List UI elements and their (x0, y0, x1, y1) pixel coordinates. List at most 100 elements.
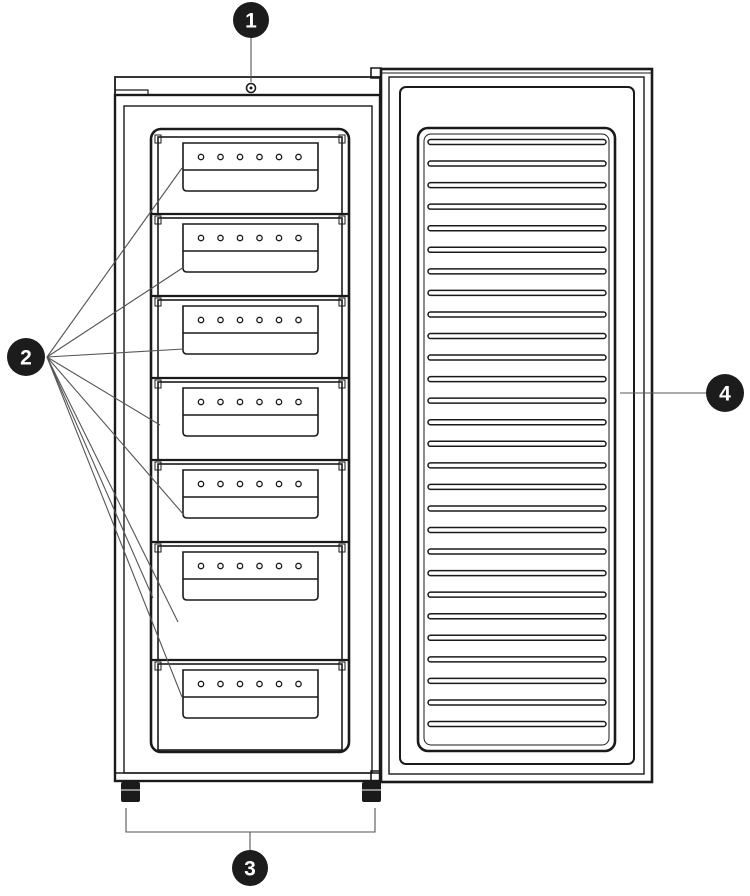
callout-2-label: 2 (20, 347, 32, 370)
drawer-vent-hole (217, 153, 224, 161)
callout-3: 3 (232, 850, 268, 886)
drawer-vent-hole (256, 680, 263, 688)
drawer-vent-hole (295, 562, 302, 570)
drawer-vent-hole (295, 234, 302, 242)
drawer-body (157, 545, 343, 661)
drawer-vent-hole (197, 398, 205, 406)
drawer-front-panel (182, 551, 319, 601)
door-rib (427, 591, 607, 598)
drawer-vent-hole (217, 316, 224, 324)
drawer-vent-hole (236, 480, 244, 488)
drawer-front-panel (182, 469, 319, 519)
door-rib (427, 612, 607, 620)
drawer-vent-hole (236, 680, 244, 688)
door-rib (427, 160, 607, 167)
leader-3-bracket (125, 808, 376, 833)
drawer-4 (152, 376, 348, 461)
drawer-frame (149, 127, 351, 754)
leader-2-a (46, 167, 183, 358)
door-rib (427, 526, 607, 534)
door-rib (427, 268, 607, 275)
drawer-vent-hole (217, 234, 224, 242)
door-rib-panel (416, 126, 617, 753)
drawer-bracket-left (154, 215, 162, 225)
door-rib (427, 289, 607, 297)
drawer-vent-hole (295, 153, 302, 161)
drawer-vent-hole (197, 316, 205, 324)
callout-1-label: 1 (245, 10, 257, 33)
drawer-body (157, 463, 343, 543)
door-rib (427, 418, 607, 426)
drawer-bracket-left (154, 661, 162, 671)
leader-2-g (46, 356, 183, 698)
drawer-vent-hole (256, 398, 263, 406)
drawer-vent-hole (275, 153, 283, 161)
leader-2-f (46, 356, 179, 623)
drawer-5 (152, 458, 348, 543)
door-inner-panel (399, 86, 635, 765)
drawer-bracket-right (338, 543, 346, 553)
door-rib (427, 462, 607, 469)
drawer-vent-hole (256, 234, 263, 242)
drawer-7 (152, 658, 348, 751)
drawer-vent-hole (217, 480, 224, 488)
door-rib (427, 677, 607, 685)
callout-4-label: 4 (719, 383, 731, 406)
drawer-body (157, 136, 343, 215)
door-rib (427, 311, 607, 318)
door-rib (427, 505, 607, 512)
door-rib-panel-inner (423, 133, 610, 746)
door-rib (427, 483, 607, 491)
drawer-vent-hole (256, 480, 263, 488)
drawer-bracket-left (154, 379, 162, 389)
drawer-vent-hole (197, 234, 205, 242)
drawer-vent-hole (275, 680, 283, 688)
drawer-vent-hole (256, 316, 263, 324)
drawer-vent-hole (197, 153, 205, 161)
drawer-front-panel (182, 387, 319, 437)
door-rib (427, 354, 607, 361)
drawer-vent-hole (275, 562, 283, 570)
drawer-bracket-left (154, 134, 162, 144)
drawer-front-panel (182, 669, 319, 719)
callout-1: 1 (233, 2, 269, 38)
drawer-vent-hole (236, 234, 244, 242)
door-rib (427, 246, 607, 254)
door-rib (427, 440, 607, 448)
drawer-vent-hole (197, 680, 205, 688)
leader-2-h (46, 356, 154, 599)
door-rib (427, 181, 607, 189)
drawer-vent-hole (217, 680, 224, 688)
door-rib (427, 569, 607, 577)
drawer-front-panel (182, 305, 319, 355)
freezer-door (370, 67, 654, 784)
drawer-vent-hole (256, 562, 263, 570)
drawer-vent-hole (236, 398, 244, 406)
drawer-bracket-right (338, 215, 346, 225)
callout-3-label: 3 (244, 858, 256, 881)
foot-left (121, 782, 140, 802)
drawer-vent-hole (295, 316, 302, 324)
drawer-bracket-right (338, 461, 346, 471)
drawer-vent-hole (197, 562, 205, 570)
door-rib (427, 224, 607, 232)
leader-2-e (46, 356, 185, 516)
drawer-front-panel (182, 142, 319, 192)
leader-lines (46, 38, 706, 850)
drawer-body (157, 663, 343, 751)
door-ribs (427, 138, 607, 728)
drawer-vent-hole (197, 480, 205, 488)
callout-2: 2 (7, 338, 45, 376)
drawer-6 (152, 540, 348, 661)
door-rib (427, 138, 607, 146)
drawer-vent-hole (236, 153, 244, 161)
drawer-bracket-right (338, 379, 346, 389)
drawer-vent-hole (275, 234, 283, 242)
drawer-vent-hole (275, 480, 283, 488)
drawer-vent-hole (295, 680, 302, 688)
drawer-body (157, 217, 343, 297)
door-rib (427, 656, 607, 663)
drawer-1 (154, 134, 346, 215)
door-rib (427, 634, 607, 642)
